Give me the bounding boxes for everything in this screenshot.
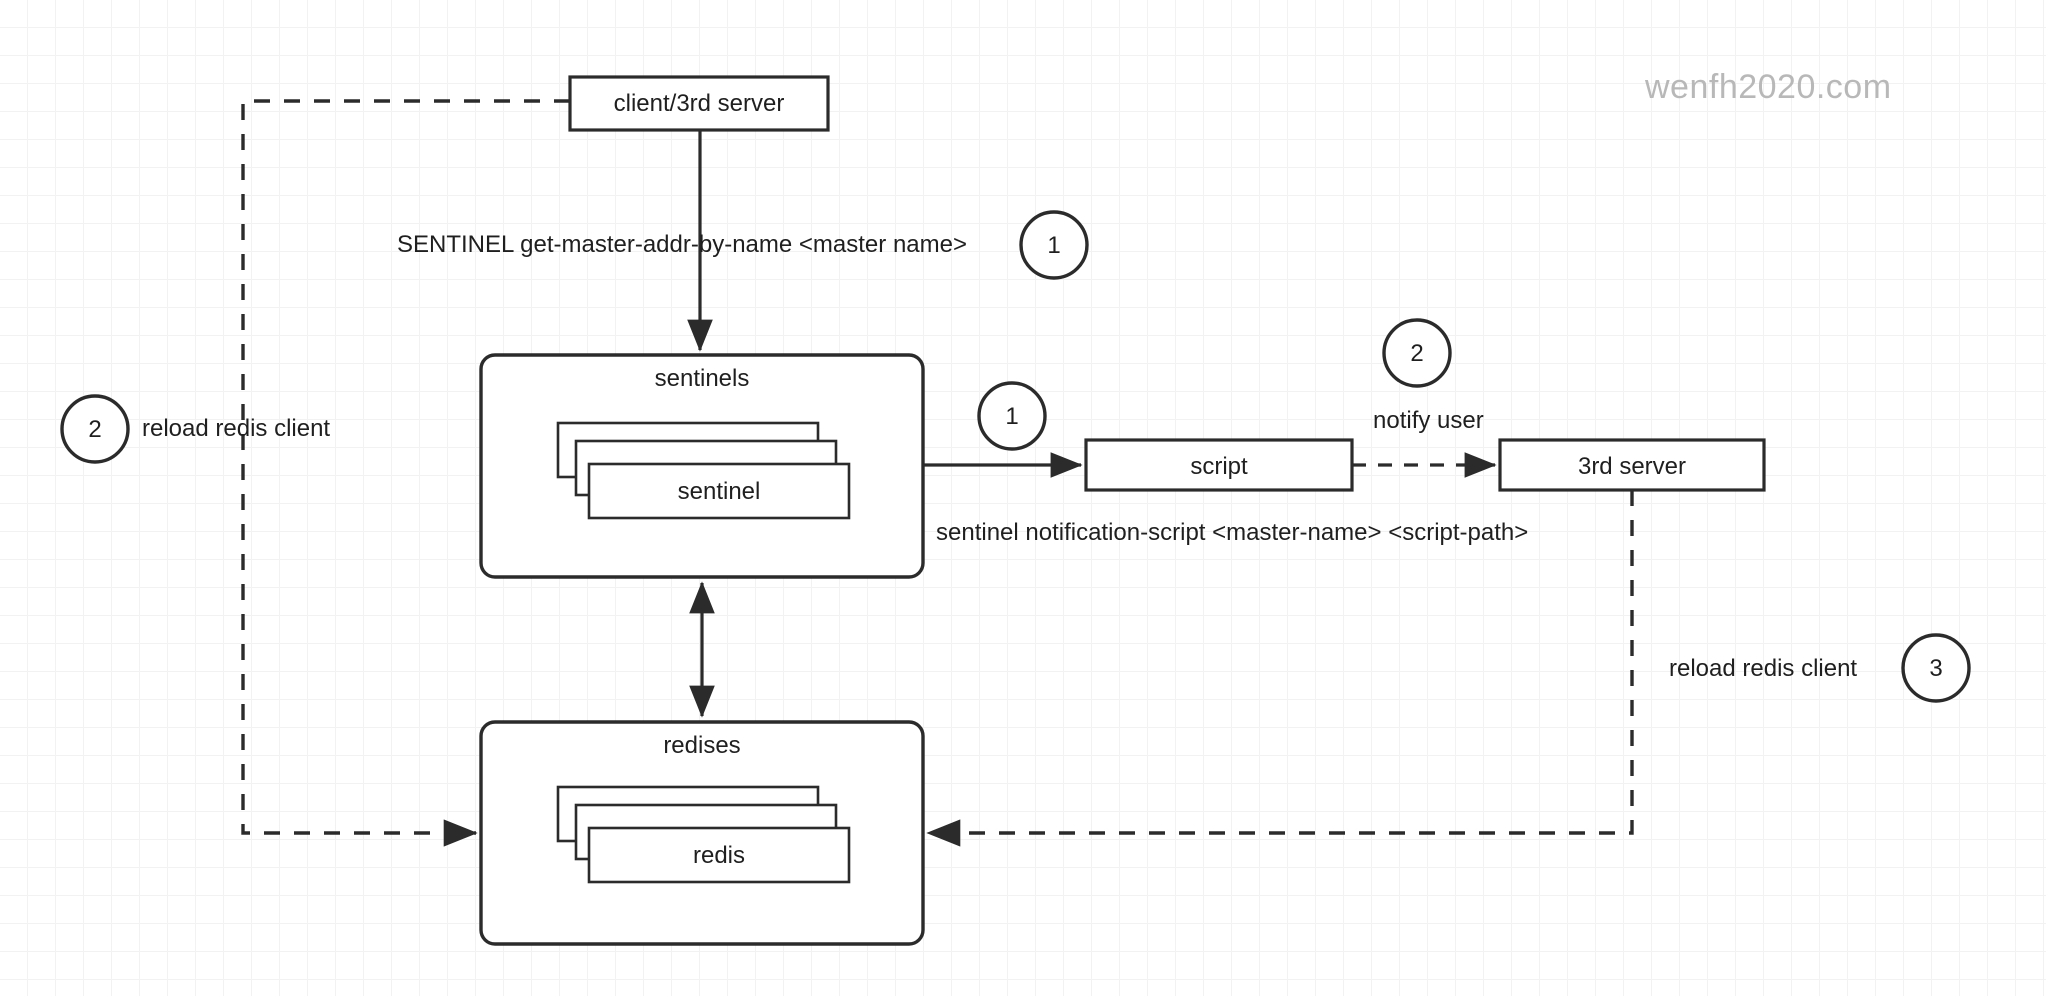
node-script-label: script [1190, 453, 1248, 480]
node-third-server-label: 3rd server [1577, 453, 1687, 480]
node-redises-label: redises [663, 732, 741, 759]
node-client-label: client/3rd server [613, 90, 785, 117]
node-script-box[interactable] [1084, 438, 1354, 492]
node-client-box[interactable] [568, 75, 830, 132]
step-marker-label-client-reload: 2 [88, 416, 102, 443]
edge-label-get-master-addr: SENTINEL get-master-addr-by-name <master… [397, 231, 967, 258]
edge-label-reload-redis-client-right: reload redis client [1669, 655, 1858, 682]
edge-label-reload-redis-client-left: reload redis client [142, 415, 331, 442]
step-marker-circle-script-to-third [1382, 318, 1452, 388]
node-sentinel-label: sentinel [677, 478, 761, 505]
watermark-text: wenfh2020.com [1645, 68, 1892, 106]
step-marker-label-sentinels-to-script: 1 [1005, 403, 1019, 430]
step-marker-label-client-to-sentinels: 1 [1047, 232, 1061, 259]
step-marker-label-script-to-third: 2 [1410, 340, 1424, 367]
step-marker-circle-sentinels-to-script [977, 381, 1047, 451]
step-marker-circle-client-to-sentinels [1019, 210, 1089, 280]
edge-label-notify-user: notify user [1373, 407, 1484, 434]
edge-third-server-reload-to-redises [926, 490, 1634, 847]
edge-label-notification-script: sentinel notification-script <master-nam… [936, 519, 1529, 546]
step-marker-circle-third-reload [1901, 633, 1971, 703]
node-sentinel-box[interactable] [587, 462, 851, 520]
node-sentinels-label: sentinels [654, 365, 750, 392]
step-marker-label-third-reload: 3 [1929, 655, 1943, 682]
node-redis-box[interactable] [587, 826, 851, 884]
edge-client-reload-to-redises [241, 99, 570, 847]
step-marker-circle-client-reload [60, 394, 130, 464]
node-redis-label: redis [692, 842, 746, 869]
